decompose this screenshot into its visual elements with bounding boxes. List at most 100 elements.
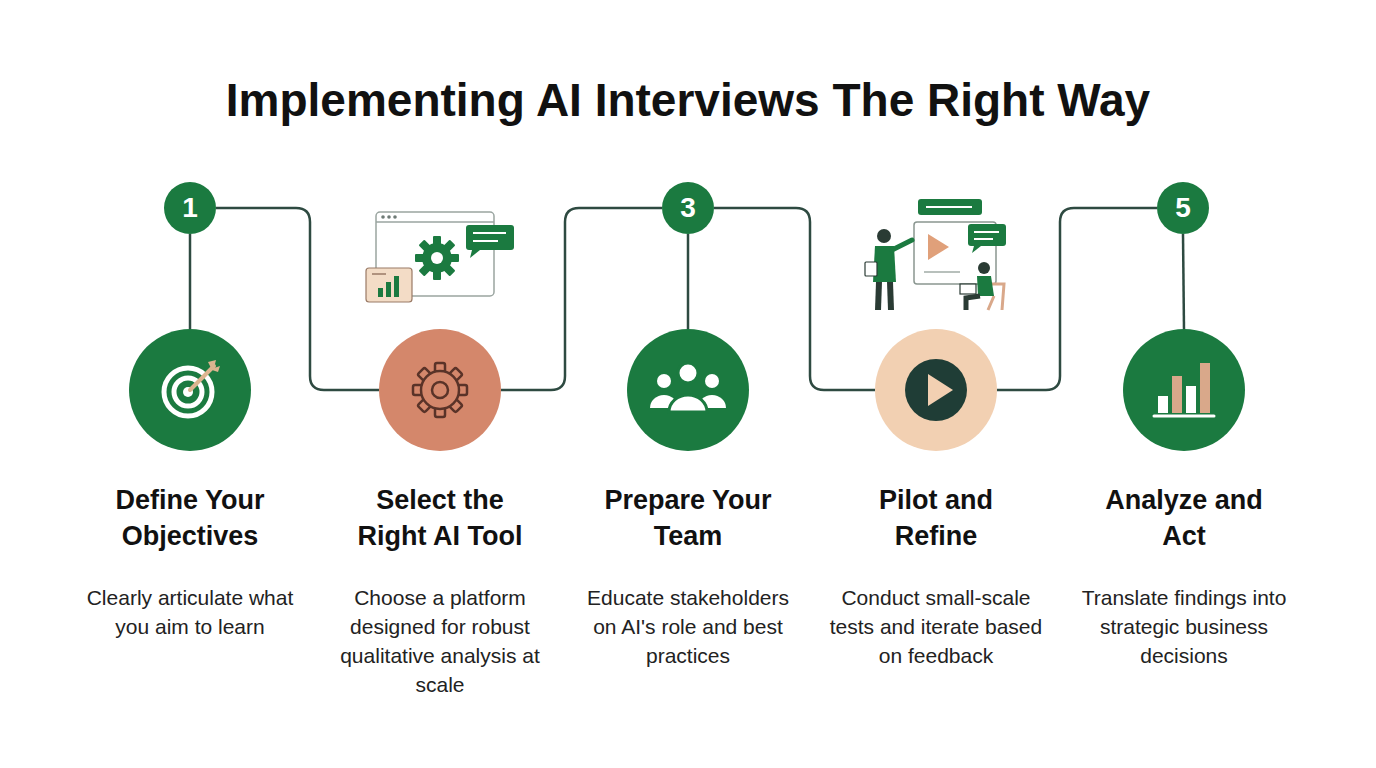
target-icon — [164, 360, 220, 416]
chart-bar — [1186, 386, 1196, 413]
gear-tooth — [413, 385, 423, 395]
card-bar — [394, 276, 399, 297]
chart-bar — [1200, 363, 1210, 413]
gear-body — [422, 243, 452, 273]
chart-card — [366, 268, 412, 302]
step-heading: Prepare Your Team — [590, 482, 786, 554]
step-circle: Prepare Your TeamEducate stakeholders on… — [627, 329, 749, 451]
step-circle: Analyze and ActTranslate findings into s… — [1123, 329, 1245, 451]
target-arrow — [190, 366, 214, 390]
target-ring — [164, 368, 212, 416]
person-head — [705, 374, 719, 388]
gear-tooth — [433, 236, 441, 245]
person-body — [650, 395, 678, 408]
bubble-line — [974, 238, 993, 240]
screen-line — [924, 271, 960, 273]
viewer-head — [978, 262, 990, 274]
person-body — [669, 395, 707, 412]
bubble-line — [974, 231, 999, 233]
speech-bubble — [466, 225, 514, 250]
gear-hole — [431, 252, 443, 264]
target-ring — [174, 378, 202, 406]
person-head — [678, 363, 698, 383]
person-head — [657, 374, 671, 388]
gear-tooth — [417, 367, 431, 381]
step-number-badge: 3 — [662, 182, 714, 234]
gear-hole — [432, 382, 448, 398]
card-line — [372, 273, 386, 275]
green-gear — [415, 236, 459, 280]
screen-play — [928, 234, 949, 260]
chart-base — [1154, 415, 1214, 418]
chart-bar — [1172, 376, 1182, 413]
gear-tooth — [435, 407, 445, 417]
gear-tooth — [419, 240, 431, 252]
step-number-badge: 1 — [164, 182, 216, 234]
presenter-head — [877, 229, 891, 243]
step-circle: Pilot and RefineConduct small-scale test… — [875, 329, 997, 451]
browser-dot — [393, 215, 397, 219]
play-triangle — [928, 374, 953, 406]
card-bar — [386, 282, 391, 297]
step-description: Educate stakeholders on AI's role and be… — [573, 583, 803, 670]
gear-icon — [413, 363, 467, 417]
presenter-arm — [892, 240, 912, 250]
chair — [988, 284, 1004, 310]
viewer-body — [977, 276, 994, 296]
gear-tooth — [448, 398, 462, 412]
bubble-line — [473, 240, 498, 242]
step-circle: Define Your ObjectivesClearly articulate… — [129, 329, 251, 451]
step-heading: Pilot and Refine — [838, 482, 1034, 554]
presentation-screen — [914, 222, 996, 284]
presenter-shirt — [873, 246, 896, 282]
play-disc — [905, 359, 967, 421]
diagram-title: Implementing AI Interviews The Right Way — [0, 70, 1376, 130]
gear-tooth — [433, 271, 441, 280]
step-description: Choose a platform designed for robust qu… — [325, 583, 555, 699]
step-number: 5 — [1157, 182, 1209, 234]
gear-tooth — [450, 254, 459, 262]
browser-window — [376, 212, 494, 296]
browser-dot — [381, 215, 385, 219]
gear-body — [421, 371, 459, 409]
step-description: Clearly articulate what you aim to learn — [75, 583, 305, 641]
people-icon — [650, 363, 726, 412]
bubble-line — [473, 232, 506, 234]
viewer-legs — [966, 296, 980, 310]
step-description: Translate findings into strategic busine… — [1069, 583, 1299, 670]
gear-tooth — [443, 264, 455, 276]
presenter-leg — [878, 282, 879, 310]
step-connector — [687, 234, 690, 329]
target-center — [183, 387, 193, 397]
step-connector — [189, 234, 192, 329]
bubble-line — [926, 206, 972, 208]
step-description: Conduct small-scale tests and iterate ba… — [821, 583, 1051, 670]
gear-tooth — [415, 254, 424, 262]
browser-bar — [376, 221, 494, 223]
speech-bubble — [918, 199, 982, 215]
step-number: 3 — [662, 182, 714, 234]
step-connector — [1183, 234, 1184, 329]
card-bar — [378, 288, 383, 297]
step-circle: Select the Right AI ToolChoose a platfor… — [379, 329, 501, 451]
gear-tooth — [443, 240, 455, 252]
gear-tooth — [435, 363, 445, 373]
chart-bar — [1158, 396, 1168, 413]
presenter-leg — [890, 282, 891, 310]
presenter-tablet — [865, 262, 877, 276]
speech-bubble — [968, 224, 1006, 246]
step-number: 1 — [164, 182, 216, 234]
gear-tooth — [417, 398, 431, 412]
presentation-illustration — [865, 199, 1006, 310]
viewer-laptop — [960, 284, 976, 294]
speech-tail — [470, 250, 480, 258]
speech-tail — [972, 246, 981, 253]
target-arrow-fletch — [208, 360, 220, 372]
step-heading: Define Your Objectives — [92, 482, 288, 554]
person-body — [698, 395, 726, 408]
step-number-badge: 5 — [1157, 182, 1209, 234]
software-illustration — [366, 212, 514, 302]
step-heading: Analyze and Act — [1086, 482, 1282, 554]
